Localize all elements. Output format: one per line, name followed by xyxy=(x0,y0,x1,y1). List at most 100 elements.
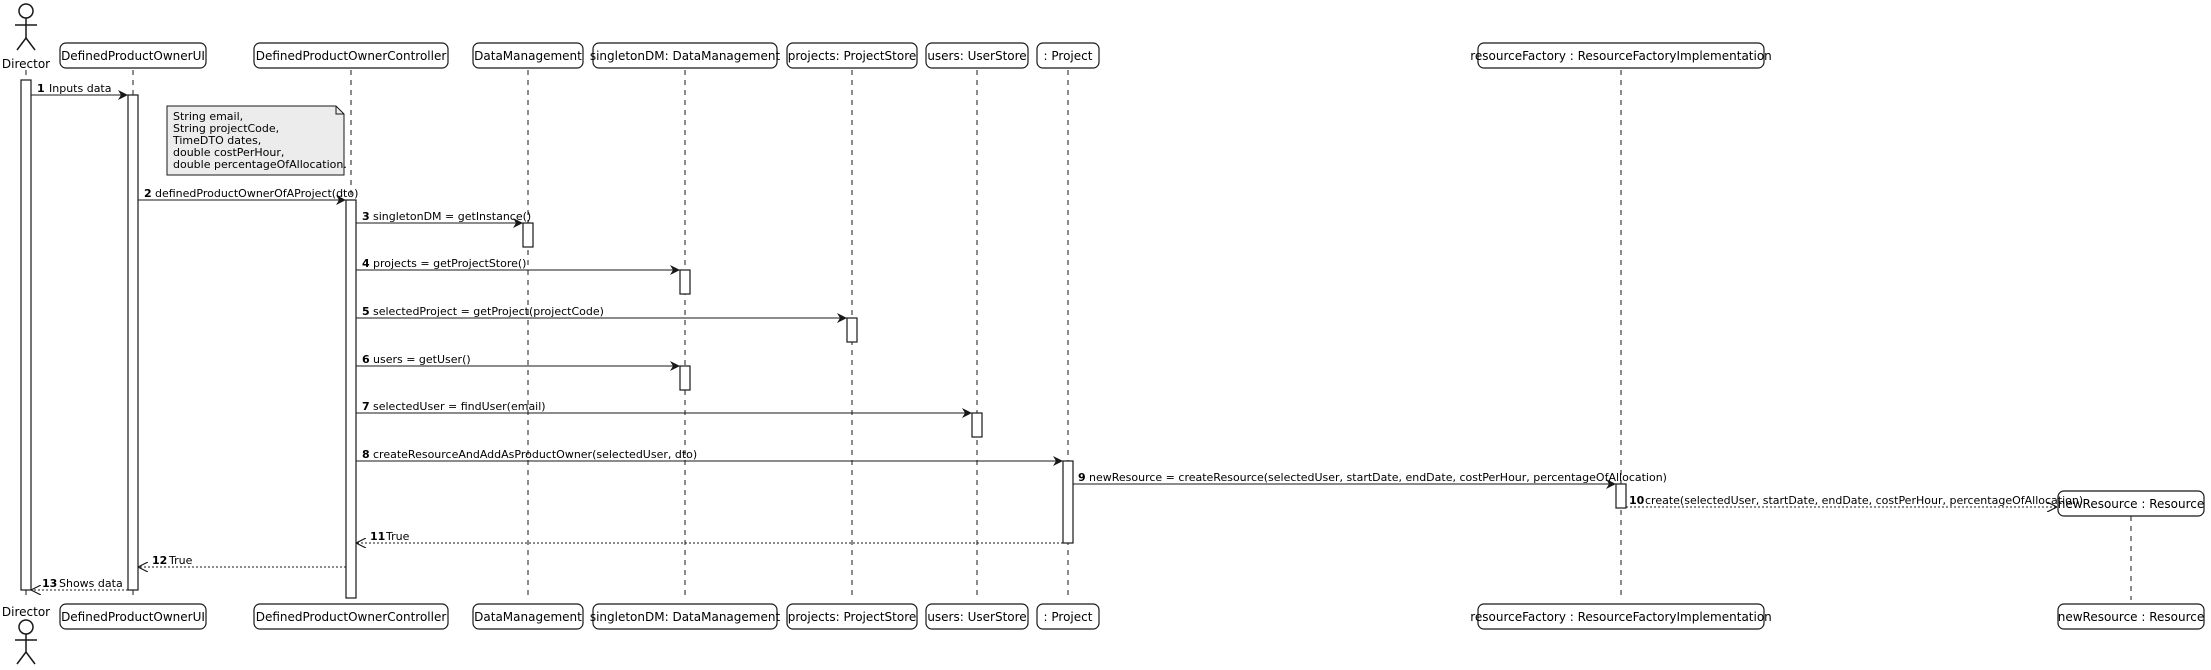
participant-ui-bottom: DefinedProductOwnerUI xyxy=(59,603,207,630)
activations xyxy=(20,79,1627,599)
participant-controller-top: DefinedProductOwnerController xyxy=(253,42,449,69)
note-line: TimeDTO dates, xyxy=(172,134,261,147)
actor-director-bottom: Director xyxy=(2,605,50,665)
activation-singleton-1 xyxy=(679,269,691,295)
participant-dm-top: DataManagement xyxy=(472,42,584,69)
svg-text:DataManagement: DataManagement xyxy=(474,610,582,624)
svg-text:projects: ProjectStore: projects: ProjectStore xyxy=(788,49,917,63)
actor-director-top: Director xyxy=(2,3,50,71)
svg-text:13: 13 xyxy=(42,577,57,590)
svg-text:5: 5 xyxy=(362,305,370,318)
messages: 1 Inputs data 2 definedProductOwnerOfAPr… xyxy=(31,82,2083,590)
message-13: 13 Shows data xyxy=(31,577,128,590)
participant-projects-top: projects: ProjectStore xyxy=(786,42,918,69)
actor-label-top: Director xyxy=(2,57,50,71)
svg-text:definedProductOwnerOfAProject(: definedProductOwnerOfAProject(dto) xyxy=(155,187,358,200)
svg-text:12: 12 xyxy=(152,554,167,567)
participants-top: Director DefinedProductOwnerUI DefinedPr… xyxy=(2,3,1772,71)
message-5: 5 selectedProject = getProject(projectCo… xyxy=(356,305,847,323)
svg-text:3: 3 xyxy=(362,210,370,223)
message-2: 2 definedProductOwnerOfAProject(dto) xyxy=(138,187,358,205)
svg-text:users: UserStore: users: UserStore xyxy=(927,49,1026,63)
message-11: 11 True xyxy=(356,530,1063,543)
svg-text:users: UserStore: users: UserStore xyxy=(927,610,1026,624)
svg-text:Shows data: Shows data xyxy=(59,577,123,590)
svg-text:DefinedProductOwnerController: DefinedProductOwnerController xyxy=(256,610,447,624)
svg-text:newResource = createResource(s: newResource = createResource(selectedUse… xyxy=(1089,471,1667,484)
svg-text:1: 1 xyxy=(37,82,45,95)
svg-text:newResource : Resource: newResource : Resource xyxy=(2058,610,2205,624)
svg-text:: Project: : Project xyxy=(1044,49,1093,63)
svg-text:11: 11 xyxy=(370,530,385,543)
participant-resource-bottom: newResource : Resource xyxy=(2057,603,2205,630)
activation-director xyxy=(20,79,32,591)
activation-projects xyxy=(846,317,858,343)
participant-singleton-bottom: singletonDM: DataManagement xyxy=(590,603,781,630)
svg-text:resourceFactory : ResourceFact: resourceFactory : ResourceFactoryImpleme… xyxy=(1470,49,1772,63)
message-9: 9 newResource = createResource(selectedU… xyxy=(1073,471,1667,489)
svg-text:DefinedProductOwnerUI: DefinedProductOwnerUI xyxy=(61,610,205,624)
svg-text:resourceFactory : ResourceFact: resourceFactory : ResourceFactoryImpleme… xyxy=(1470,610,1772,624)
note-line: String email, xyxy=(173,110,243,123)
svg-text:: Project: : Project xyxy=(1044,610,1093,624)
participant-ui-top: DefinedProductOwnerUI xyxy=(59,42,207,69)
svg-text:6: 6 xyxy=(362,353,370,366)
participant-project-bottom: : Project xyxy=(1036,603,1100,630)
activation-dm xyxy=(522,222,534,248)
participant-controller-bottom: DefinedProductOwnerController xyxy=(253,603,449,630)
activation-factory xyxy=(1615,483,1627,509)
svg-text:newResource : Resource: newResource : Resource xyxy=(2058,497,2205,511)
activation-ui xyxy=(127,94,139,591)
svg-text:DefinedProductOwnerController: DefinedProductOwnerController xyxy=(256,49,447,63)
message-6: 6 users = getUser() xyxy=(356,353,680,371)
svg-text:9: 9 xyxy=(1078,471,1086,484)
note-line: String projectCode, xyxy=(173,122,279,135)
message-1: 1 Inputs data xyxy=(31,82,128,100)
participant-project-top: : Project xyxy=(1036,42,1100,69)
svg-text:Director: Director xyxy=(2,605,50,619)
svg-text:8: 8 xyxy=(362,448,370,461)
participant-factory-bottom: resourceFactory : ResourceFactoryImpleme… xyxy=(1470,603,1772,630)
svg-text:DataManagement: DataManagement xyxy=(474,49,582,63)
svg-text:singletonDM = getInstance(): singletonDM = getInstance() xyxy=(373,210,531,223)
participant-users-bottom: users: UserStore xyxy=(925,603,1029,630)
participant-resource-created: newResource : Resource xyxy=(2057,490,2205,517)
activation-project xyxy=(1062,460,1074,544)
participant-factory-top: resourceFactory : ResourceFactoryImpleme… xyxy=(1470,42,1772,69)
parameters-note: String email, String projectCode, TimeDT… xyxy=(166,105,347,176)
message-10: 10 create(selectedUser, startDate, endDa… xyxy=(1626,494,2083,507)
participant-projects-bottom: projects: ProjectStore xyxy=(786,603,918,630)
svg-text:selectedProject = getProject(p: selectedProject = getProject(projectCode… xyxy=(373,305,604,318)
svg-text:projects = getProjectStore(): projects = getProjectStore() xyxy=(373,257,526,270)
svg-text:DefinedProductOwnerUI: DefinedProductOwnerUI xyxy=(61,49,205,63)
svg-text:users = getUser(): users = getUser() xyxy=(373,353,471,366)
svg-text:4: 4 xyxy=(362,257,370,270)
message-3: 3 singletonDM = getInstance() xyxy=(356,210,531,228)
svg-text:True: True xyxy=(168,554,193,567)
participant-dm-bottom: DataManagement xyxy=(472,603,584,630)
svg-text:projects: ProjectStore: projects: ProjectStore xyxy=(788,610,917,624)
svg-text:create(selectedUser, startDate: create(selectedUser, startDate, endDate,… xyxy=(1645,494,2083,507)
activation-singleton-2 xyxy=(679,365,691,391)
svg-text:True: True xyxy=(385,530,410,543)
message-12: 12 True xyxy=(138,554,346,567)
svg-text:singletonDM: DataManagement: singletonDM: DataManagement xyxy=(590,610,781,624)
svg-text:selectedUser = findUser(email): selectedUser = findUser(email) xyxy=(373,400,546,413)
svg-text:Inputs data: Inputs data xyxy=(49,82,112,95)
participant-singleton-top: singletonDM: DataManagement xyxy=(590,42,781,69)
svg-text:singletonDM: DataManagement: singletonDM: DataManagement xyxy=(590,49,781,63)
activation-users xyxy=(971,412,983,438)
participant-users-top: users: UserStore xyxy=(925,42,1029,69)
participants-bottom: Director DefinedProductOwnerUI DefinedPr… xyxy=(2,603,2205,665)
activation-controller xyxy=(345,199,357,599)
svg-text:createResourceAndAddAsProductO: createResourceAndAddAsProductOwner(selec… xyxy=(373,448,697,461)
message-4: 4 projects = getProjectStore() xyxy=(356,257,680,275)
message-8: 8 createResourceAndAddAsProductOwner(sel… xyxy=(356,448,1063,466)
message-7: 7 selectedUser = findUser(email) xyxy=(356,400,972,418)
svg-text:2: 2 xyxy=(144,187,152,200)
svg-text:7: 7 xyxy=(362,400,370,413)
svg-text:10: 10 xyxy=(1629,494,1645,507)
note-line: double percentageOfAllocation. xyxy=(173,158,347,171)
note-line: double costPerHour, xyxy=(173,146,284,159)
